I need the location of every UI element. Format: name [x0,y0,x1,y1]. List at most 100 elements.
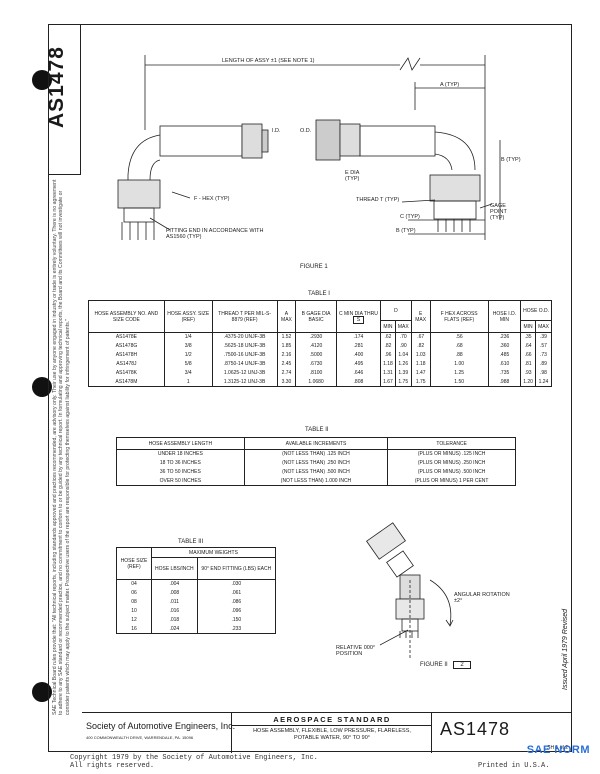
t1-header-e: E MAX [410,300,431,333]
t1-sub-d-min: MIN [380,320,396,333]
table-cell: (NOT LESS THAN) .250 INCH [243,458,389,468]
rights-text: All rights reserved. [70,762,155,770]
table-cell: 3/4 [163,368,213,378]
table-cell: (NOT LESS THAN) 1.000 INCH [243,476,389,486]
table-2-body: UNDER 18 INCHES(NOT LESS THAN) .125 INCH… [116,449,516,486]
issued-date: Issued April 1979 Revised [562,608,569,690]
figure-2-caption-text: FIGURE II [420,662,448,668]
table-3-row: 06.008.061 [116,588,277,598]
printed-text: Printed in U.S.A. [478,762,550,770]
table-cell: 1.24 [534,377,553,387]
fig1-od-label: O.D. [300,128,312,134]
footer: Copyright 1979 by the Society of Automot… [70,754,318,770]
table-cell: 12 [116,615,152,625]
table-1-title: TABLE I [308,291,330,297]
table-cell: .7500-16 UNJF-3B [211,350,278,360]
table-cell: 2.74 [276,368,297,378]
fig1-f-hex-label: F - HEX (TYP) [194,196,230,202]
t3-header-size: HOSE SIZE (REF) [116,547,152,580]
table-3-row: 10.016.096 [116,606,277,616]
standard-number: AS1478 [440,719,511,739]
table-cell: .8100 [295,368,337,378]
table-cell: 1.0680 [295,377,337,387]
table-cell: .82 [410,341,431,351]
table-cell: .66 [520,350,536,360]
t1-header-thread: THREAD T PER MIL-S-8879 (REF) [211,300,278,333]
table-cell: .150 [196,615,277,625]
table-cell: 1.26 [394,359,412,369]
t1-header-c-text: C MIN DIA THRU [339,310,378,317]
table-2-row: 36 TO 50 INCHES(NOT LESS THAN) .500 INCH… [116,467,516,477]
figure-1-caption: FIGURE 1 [300,264,328,270]
table-cell: .018 [150,615,198,625]
table-cell: 1 [163,377,213,387]
table-2: HOSE ASSEMBLY LENGTH AVAILABLE INCREMENT… [116,437,516,486]
table-cell: 1.25 [429,368,489,378]
fig2-angular-label: ANGULAR ROTATION ±2° [454,592,510,604]
fig1-fitting-end-label: FITTING END IN ACCORDANCE WITH AS1560 (T… [166,228,264,240]
society-name: Society of Automotive Engineers, Inc. [86,721,236,731]
t1-header-f: F HEX ACROSS FLATS (REF) [429,300,489,333]
t1-sub-od-max: MAX [534,320,553,333]
table-cell: .008 [150,588,198,598]
table-cell: .016 [150,606,198,616]
title-block-description: AEROSPACE STANDARD HOSE ASSEMBLY, FLEXIB… [232,713,432,753]
table-3: HOSE SIZE (REF) MAXIMUM WEIGHTS HOSE LBS… [116,547,277,634]
table-cell: .56 [429,332,489,342]
t1-header-a: A MAX [276,300,297,333]
table-cell: .8750-14 UNJF-3B [211,359,278,369]
figure-2-badge: 2 [453,661,471,669]
table-cell: .086 [196,597,277,607]
table-cell: 3.30 [276,377,297,387]
table-cell: 1.00 [429,359,489,369]
fig2-relative-label: RELATIVE 000° POSITION [336,645,376,657]
table-cell: AS1478J [88,359,165,369]
table-cell: 1.18 [380,359,396,369]
table-cell: 1.18 [410,359,431,369]
standard-type: AEROSPACE STANDARD [232,715,432,726]
table-cell: .030 [196,579,277,589]
t3-group-header: MAXIMUM WEIGHTS [150,547,277,558]
table-cell: .5000 [295,350,337,360]
table-cell: 1/2 [163,350,213,360]
table-cell: .70 [394,332,412,342]
table-cell: (PLUS OR MINUS) .250 INCH [387,458,516,468]
table-cell: (PLUS OR MINUS) .500 INCH [387,467,516,477]
table-cell: .233 [196,624,277,634]
table-cell: .495 [335,359,382,369]
fig1-b-typ-lower-label: B (TYP) [396,228,416,234]
table-cell: .400 [335,350,382,360]
table-cell: .62 [380,332,396,342]
table-cell: .82 [380,341,396,351]
table-cell: .485 [487,350,522,360]
table-2-row: UNDER 18 INCHES(NOT LESS THAN) .125 INCH… [116,449,516,459]
doc-number-strip [48,24,81,175]
table-cell: AS1478K [88,368,165,378]
table-cell: .90 [394,341,412,351]
table-cell: 1.67 [380,377,396,387]
table-cell: 16 [116,624,152,634]
table-cell: 1.50 [429,377,489,387]
t2-header-tolerance: TOLERANCE [387,437,516,450]
t1-sub-d-max: MAX [394,320,412,333]
fig1-b-typ-label: B (TYP) [501,157,521,163]
table-3-title: TABLE III [178,539,204,545]
table-3-row: 08.011.086 [116,597,277,607]
table-cell: .6730 [295,359,337,369]
fig1-gage-point-label: GAGE POINT (TYP) [490,203,507,221]
table-cell: .4120 [295,341,337,351]
t1-sub-od-min: MIN [520,320,536,333]
t1-c-badge: S [352,315,365,324]
punch-hole-middle [32,377,52,397]
table-cell: .281 [335,341,382,351]
table-2-row: 18 TO 36 INCHES(NOT LESS THAN) .250 INCH… [116,458,516,468]
figure-2-drawing [366,522,454,660]
table-cell: .011 [150,597,198,607]
sae-norm-logo: SAE NORM [526,744,590,756]
